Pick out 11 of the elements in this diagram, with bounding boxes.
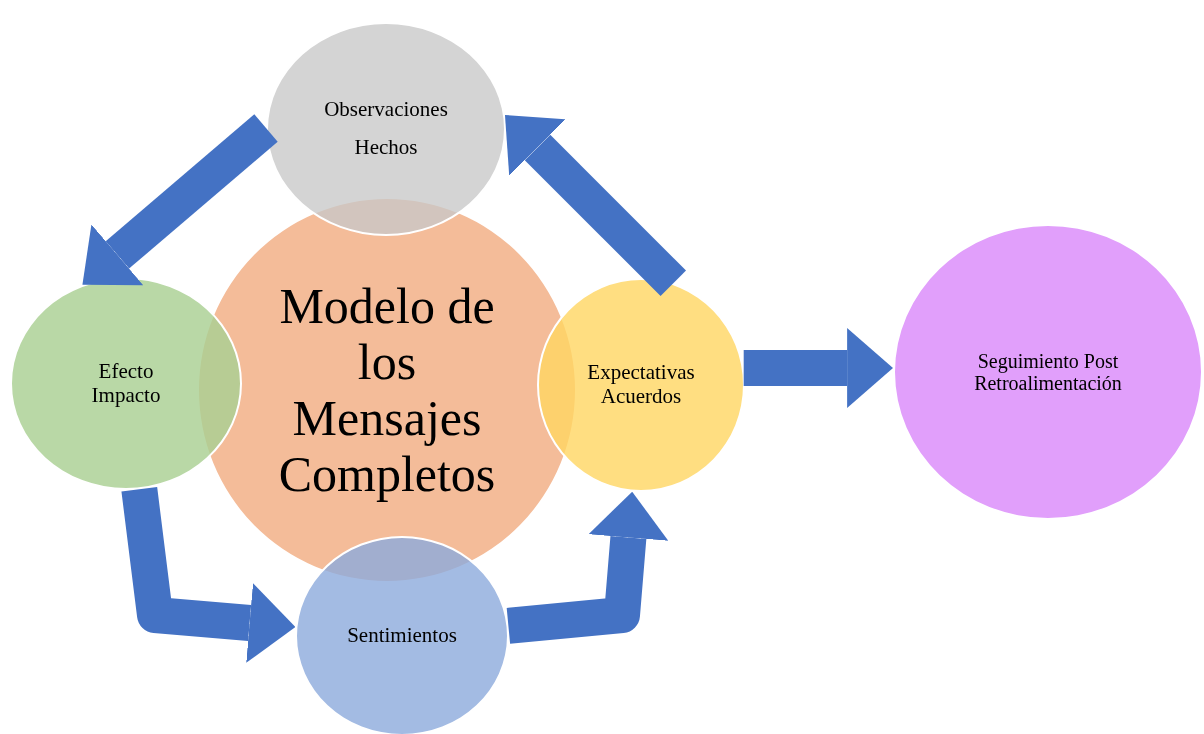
circle-label: Expectativas Acuerdos [586, 361, 696, 409]
circle-label: Hechos [354, 136, 418, 160]
circle-label: Sentimientos [347, 624, 457, 648]
circle-label: Observaciones [324, 98, 448, 122]
circle-label: Efecto Impacto [90, 360, 162, 407]
block-arrow [504, 114, 687, 297]
block-arrow [82, 114, 278, 286]
block-arrow [121, 487, 296, 663]
circle-label: Modelo de los Mensajes Completos [277, 278, 497, 502]
block-arrow [743, 328, 894, 408]
circle-label: Seguimiento Post Retroalimentación [973, 349, 1123, 395]
